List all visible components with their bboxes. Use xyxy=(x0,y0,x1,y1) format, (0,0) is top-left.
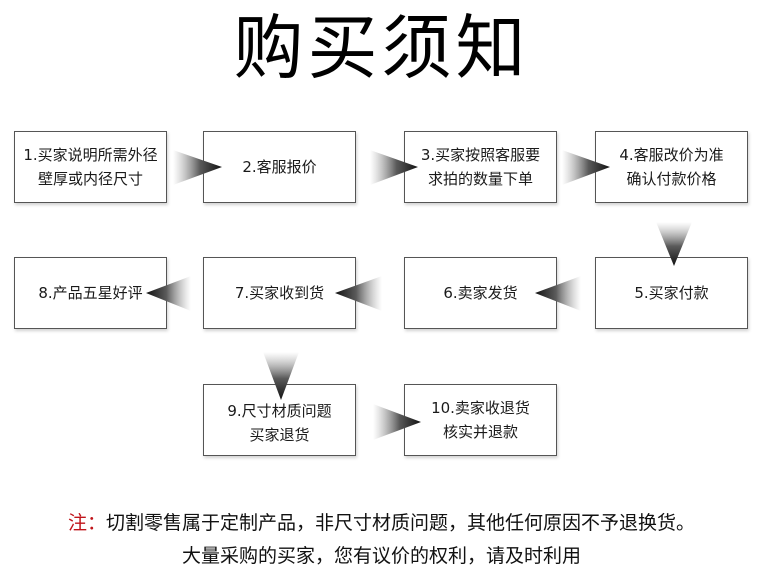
step-text: 求拍的数量下单 xyxy=(427,170,533,188)
arrow-down-icon xyxy=(656,222,692,266)
step-box-10: 10.卖家收退货核实并退款 xyxy=(404,384,557,456)
notice-text: 切割零售属于定制产品，非尺寸材质问题，其他任何原因不予退换货。 xyxy=(106,512,696,534)
step-text: 买家退货 xyxy=(249,426,310,444)
notice-text: 大量采购的买家，您有议价的权利，请及时利用 xyxy=(181,545,581,567)
step-box-7: 7.买家收到货 xyxy=(203,257,356,329)
step-box-2: 2.客服报价 xyxy=(203,131,356,203)
step-text: 6.卖家发货 xyxy=(443,284,518,302)
step-box-4: 4.客服改价为准确认付款价格 xyxy=(595,131,748,203)
step-text: 5.买家付款 xyxy=(634,284,709,302)
notice-prefix: 注： xyxy=(67,512,106,534)
page-title: 购买须知 xyxy=(233,7,530,89)
step-box-8: 8.产品五星好评 xyxy=(14,257,167,329)
step-box-1: 1.买家说明所需外径壁厚或内径尺寸 xyxy=(14,131,167,203)
step-box-5: 5.买家付款 xyxy=(595,257,748,329)
arrow-right-icon xyxy=(370,150,418,185)
step-text: 1.买家说明所需外径 xyxy=(23,146,158,164)
step-text: 9.尺寸材质问题 xyxy=(227,402,332,420)
notice-line-1: 注：切割零售属于定制产品，非尺寸材质问题，其他任何原因不予退换货。 xyxy=(0,509,763,537)
arrow-right-icon xyxy=(373,404,421,440)
step-text: 8.产品五星好评 xyxy=(38,284,143,302)
step-text: 10.卖家收退货 xyxy=(431,399,530,417)
step-box-3: 3.买家按照客服要求拍的数量下单 xyxy=(404,131,557,203)
step-text: 确认付款价格 xyxy=(626,170,717,188)
step-text: 核实并退款 xyxy=(442,423,518,441)
step-box-6: 6.卖家发货 xyxy=(404,257,557,329)
arrow-right-icon xyxy=(173,150,222,185)
notice-line-2: 大量采购的买家，您有议价的权利，请及时利用 xyxy=(0,542,763,570)
step-text: 3.买家按照客服要 xyxy=(420,146,541,164)
arrow-right-icon xyxy=(562,150,610,185)
step-text: 7.买家收到货 xyxy=(234,284,325,302)
step-text: 4.客服改价为准 xyxy=(619,146,724,164)
step-text: 壁厚或内径尺寸 xyxy=(37,170,143,188)
arrow-left-icon xyxy=(146,276,191,311)
arrow-down-icon xyxy=(263,352,299,400)
arrow-left-icon xyxy=(535,276,581,311)
arrow-left-icon xyxy=(335,276,382,311)
step-text: 2.客服报价 xyxy=(242,158,317,176)
